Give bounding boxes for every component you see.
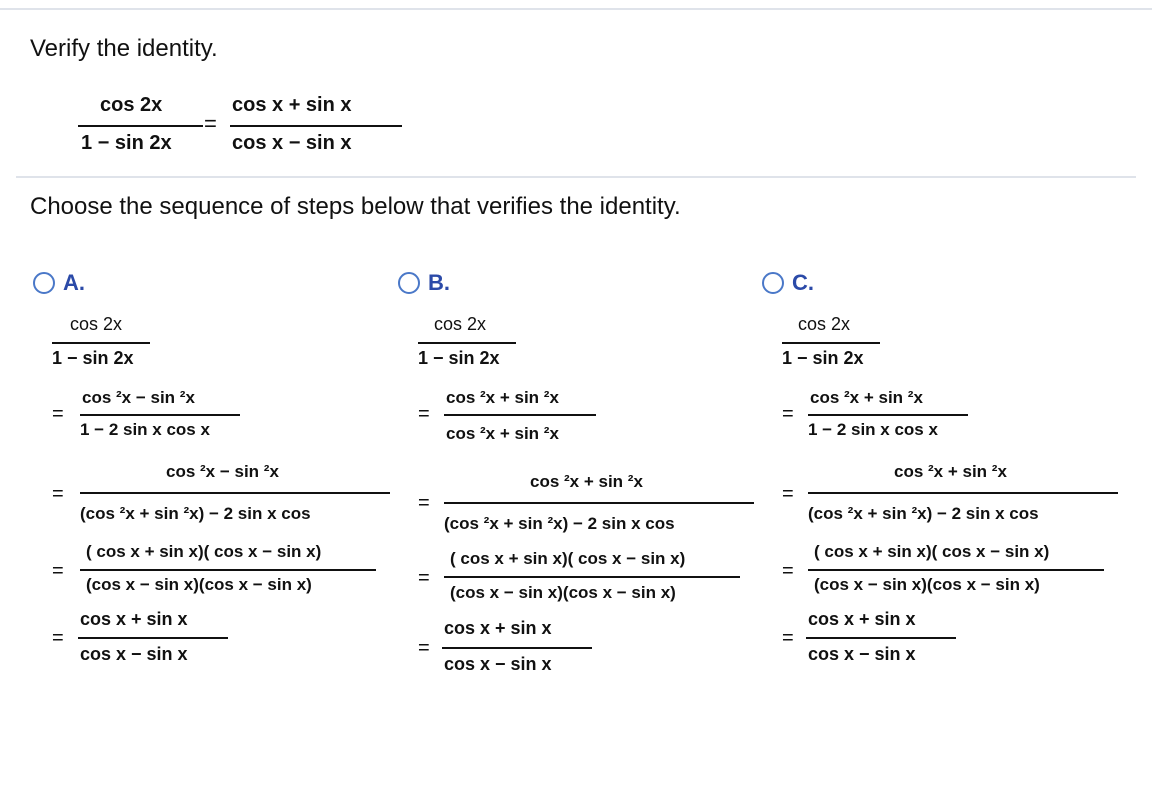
equals-sign: =: [52, 560, 64, 582]
fraction-bar: [230, 125, 402, 127]
option-c-step2-num: cos ²x + sin ²x: [894, 462, 1007, 481]
fraction-bar: [444, 576, 740, 578]
identity-lhs: cos 2x 1 − sin 2x: [78, 94, 203, 164]
option-a-step1-num: cos ²x − sin ²x: [82, 388, 195, 407]
option-b-step1: cos ²x + sin ²x cos ²x + sin ²x: [444, 388, 596, 450]
option-b-step3-num: ( cos x + sin x)( cos x − sin x): [450, 549, 686, 568]
fraction-bar: [808, 492, 1118, 494]
fraction-bar: [80, 492, 390, 494]
equals-sign: =: [52, 483, 64, 505]
option-b-step4: cos x + sin x cos x − sin x: [442, 618, 592, 678]
option-a-step3-den: (cos x − sin x)(cos x − sin x): [86, 575, 312, 594]
option-a-step2-num: cos ²x − sin ²x: [166, 462, 279, 481]
identity-lhs-num-text: cos 2x: [100, 94, 163, 116]
fraction-bar: [52, 342, 150, 344]
equals-sign: =: [782, 560, 794, 582]
identity-lhs-numerator: cos 2x: [100, 94, 162, 117]
equals-sign: =: [782, 627, 794, 649]
option-c-start-den: 1 − sin 2x: [782, 348, 864, 368]
fraction-bar: [444, 414, 596, 416]
fraction-bar: [782, 342, 880, 344]
section-divider: [16, 176, 1136, 178]
fraction-bar: [418, 342, 516, 344]
equals-sign: =: [418, 567, 430, 589]
option-b-step1-den: cos ²x + sin ²x: [446, 424, 559, 443]
fraction-bar: [78, 125, 203, 127]
fraction-bar: [80, 414, 240, 416]
fraction-bar: [80, 569, 376, 571]
option-a-label[interactable]: A.: [63, 270, 85, 295]
option-b-step2: cos ²x + sin ²x (cos ²x + sin ²x) − 2 si…: [444, 472, 754, 542]
fraction-bar: [808, 414, 968, 416]
fraction-bar: [806, 637, 956, 639]
identity-lhs-den-text: 1 − sin 2x: [81, 132, 172, 154]
option-b-label[interactable]: B.: [428, 270, 450, 295]
option-c-step3: ( cos x + sin x)( cos x − sin x) (cos x …: [808, 542, 1104, 602]
equals-sign: =: [52, 627, 64, 649]
option-b-step2-num: cos ²x + sin ²x: [530, 472, 643, 491]
equals-sign: =: [52, 403, 64, 425]
fraction-bar: [78, 637, 228, 639]
option-b-step2-den: (cos ²x + sin ²x) − 2 sin x cos: [444, 514, 675, 533]
identity-equals: =: [204, 111, 217, 136]
option-a-step4: cos x + sin x cos x − sin x: [78, 609, 228, 669]
fraction-bar: [808, 569, 1104, 571]
option-a-start-num: cos 2x: [70, 314, 123, 334]
equals-sign: =: [418, 403, 430, 425]
option-c-step2-den: (cos ²x + sin ²x) − 2 sin x cos: [808, 504, 1039, 523]
option-a-start-den: 1 − sin 2x: [52, 348, 134, 368]
question-title: Verify the identity.: [30, 35, 218, 62]
option-b-step4-num: cos x + sin x: [444, 618, 552, 638]
option-c-step1-num: cos ²x + sin ²x: [810, 388, 923, 407]
option-a-start: cos 2x 1 − sin 2x: [52, 314, 150, 372]
option-c-step1-den: 1 − 2 sin x cos x: [808, 420, 938, 439]
option-a-step4-den: cos x − sin x: [80, 644, 188, 664]
fraction-bar: [444, 502, 754, 504]
identity-rhs-denominator: cos x − sin x: [232, 132, 352, 154]
option-c-step4: cos x + sin x cos x − sin x: [806, 609, 956, 669]
fraction-bar: [442, 647, 592, 649]
equals-sign: =: [782, 483, 794, 505]
identity-lhs-denominator: 1 − sin 2x: [81, 132, 172, 155]
option-c-label[interactable]: C.: [792, 270, 814, 295]
option-b-step4-den: cos x − sin x: [444, 654, 552, 674]
option-a-step2: cos ²x − sin ²x (cos ²x + sin ²x) − 2 si…: [80, 462, 390, 532]
option-c-step3-num: ( cos x + sin x)( cos x − sin x): [814, 542, 1050, 561]
option-c-step4-den: cos x − sin x: [808, 644, 916, 664]
option-a-step4-num: cos x + sin x: [80, 609, 188, 629]
option-b-radio[interactable]: [398, 272, 420, 294]
equals-sign: =: [418, 492, 430, 514]
option-b-step3: ( cos x + sin x)( cos x − sin x) (cos x …: [444, 549, 740, 609]
instruction-text: Choose the sequence of steps below that …: [30, 193, 681, 220]
equals-sign: =: [782, 403, 794, 425]
option-a-step1-den: 1 − 2 sin x cos x: [80, 420, 210, 439]
option-b-start: cos 2x 1 − sin 2x: [418, 314, 516, 372]
option-a-step3-num: ( cos x + sin x)( cos x − sin x): [86, 542, 322, 561]
option-b-start-num: cos 2x: [434, 314, 487, 334]
option-b-step1-num: cos ²x + sin ²x: [446, 388, 559, 407]
identity-rhs-numerator: cos x + sin x: [232, 94, 352, 116]
option-b-start-den: 1 − sin 2x: [418, 348, 500, 368]
option-c-step2: cos ²x + sin ²x (cos ²x + sin ²x) − 2 si…: [808, 462, 1118, 532]
option-c-start: cos 2x 1 − sin 2x: [782, 314, 880, 372]
option-a-step3: ( cos x + sin x)( cos x − sin x) (cos x …: [80, 542, 376, 602]
top-divider: [0, 8, 1152, 10]
option-c-start-num: cos 2x: [798, 314, 851, 334]
option-b-step3-den: (cos x − sin x)(cos x − sin x): [450, 583, 676, 602]
identity-rhs: cos x + sin x cos x − sin x: [230, 94, 402, 164]
equals-sign: =: [418, 637, 430, 659]
option-c-step3-den: (cos x − sin x)(cos x − sin x): [814, 575, 1040, 594]
option-c-step1: cos ²x + sin ²x 1 − 2 sin x cos x: [808, 388, 968, 448]
option-a-radio[interactable]: [33, 272, 55, 294]
option-c-step4-num: cos x + sin x: [808, 609, 916, 629]
option-a-step1: cos ²x − sin ²x 1 − 2 sin x cos x: [80, 388, 240, 448]
option-a-step2-den: (cos ²x + sin ²x) − 2 sin x cos: [80, 504, 311, 523]
option-c-radio[interactable]: [762, 272, 784, 294]
